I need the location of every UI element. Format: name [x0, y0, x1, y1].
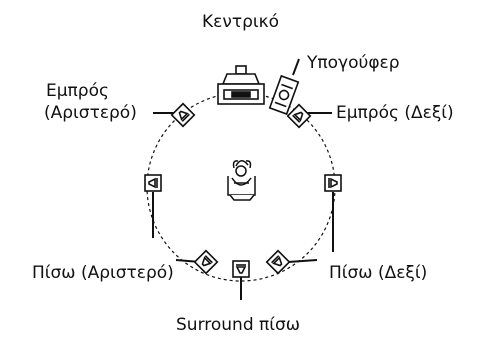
surround-right-label: Πίσω (Δεξί)	[329, 263, 428, 283]
surround-left-speaker-icon	[193, 249, 219, 275]
front-right-label: Εμπρός (Δεξί)	[336, 103, 454, 123]
subwoofer-label: Υπογούφερ	[307, 53, 400, 73]
side-right-speaker-icon	[324, 174, 342, 192]
subwoofer-icon	[268, 74, 300, 116]
surround-left-label: Πίσω (Αριστερό)	[32, 263, 174, 283]
front-left-label-line1: Εμπρός	[46, 81, 109, 101]
side-left-speaker-icon	[144, 174, 162, 192]
center-label: Κεντρικό	[202, 12, 280, 32]
front-left-speaker-icon	[170, 102, 196, 128]
center-speaker-icon	[217, 65, 265, 105]
listener-icon	[227, 160, 256, 201]
surround-back-label: Surround πίσω	[176, 315, 301, 335]
surround-back-speaker-icon	[232, 260, 250, 278]
surround-right-speaker-icon	[265, 249, 291, 275]
front-right-speaker-icon	[286, 103, 312, 129]
front-left-label-line2: (Αριστερό)	[44, 103, 137, 123]
